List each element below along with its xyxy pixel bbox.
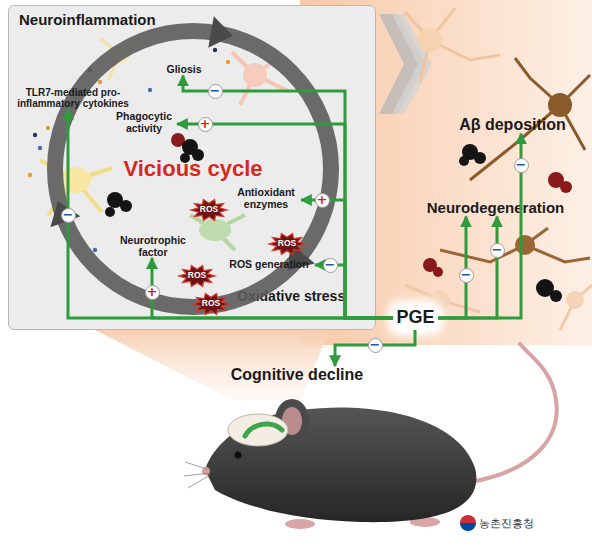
panel-region: NeuroinflammationOxidative stressVicious… [8, 5, 376, 330]
effect-label: TLR7-mediated pro-inflammatory cytokines [9, 87, 137, 109]
effect-label: Phagocytic activity [111, 111, 177, 134]
plaque [105, 207, 115, 217]
neuron-branch [560, 285, 592, 330]
neuron-body [548, 93, 572, 117]
cytokine-dot [226, 60, 230, 64]
logo-mark [460, 515, 476, 523]
effect-arrow [177, 124, 393, 318]
ros-burst-shape [269, 234, 305, 255]
effect-label: ROS generation [223, 259, 315, 271]
ros-burst-shape [191, 200, 227, 221]
ros-label: ROS [200, 205, 218, 214]
mouse-eye [235, 452, 242, 459]
cytokine-dot [38, 146, 42, 150]
mouse-foot [285, 519, 315, 529]
hippocampus [245, 424, 282, 436]
effect-arrow [183, 76, 393, 318]
mouse-body [205, 407, 476, 522]
agency-logo-text: 농촌진흥청 [479, 516, 534, 531]
plaque [474, 152, 486, 164]
effect-arrow [335, 330, 415, 366]
effect-arrow [438, 134, 521, 318]
cycle-arrow [208, 16, 235, 51]
node-label: Gliosis [161, 64, 207, 76]
effect-sign: − [61, 208, 76, 223]
cycle-ring-band [55, 31, 331, 307]
effect-sign: − [208, 84, 223, 99]
effect-sign: − [514, 158, 529, 173]
neuron-branch [405, 8, 500, 82]
logo-mark [460, 523, 476, 531]
cytokine-dot [93, 248, 97, 252]
cytokine-dot [33, 133, 37, 137]
ros-burst-shape [179, 266, 215, 287]
neuron-body [515, 235, 535, 255]
node-label: TLR7-mediated pro-inflammatory cytokines [9, 87, 137, 109]
node-label: Neurodegeneration [418, 200, 573, 217]
cytokine-dot [213, 48, 217, 52]
effect-sign: + [198, 117, 213, 132]
effect-sign: + [145, 285, 160, 300]
node-label: Cognitive decline [222, 366, 372, 384]
node-label: ROS generation [223, 259, 315, 271]
outcome-label: Neurodegeneration [418, 200, 573, 217]
ros-label: ROS [278, 239, 296, 248]
effect-label: Antioxidant enzymes [231, 187, 301, 210]
plaque [459, 156, 469, 166]
plaque [433, 267, 443, 277]
node-label: Phagocytic activity [111, 111, 177, 134]
neuron-branch [190, 215, 245, 250]
neuron [199, 219, 231, 241]
effect-sign: + [315, 193, 330, 208]
region-title: Neuroinflammation [19, 12, 156, 29]
ros-burst: ROS [269, 233, 305, 255]
plaque [560, 181, 572, 193]
effect-sign: − [490, 243, 505, 258]
cytokine-dot [98, 80, 102, 84]
effect-arrow [438, 217, 497, 319]
outcome-label: Cognitive decline [222, 366, 372, 384]
neuron-branch [440, 228, 590, 262]
mouse-brain [228, 414, 288, 446]
neuron-body [418, 28, 442, 52]
effect-sign: − [459, 268, 474, 283]
node-label: Aβ deposition [450, 116, 575, 134]
cycle-title: Vicious cycle [123, 157, 262, 181]
neuron-body [566, 291, 584, 309]
plaque [550, 290, 562, 302]
cytokine-dot [148, 88, 152, 92]
ros-label: ROS [188, 271, 206, 280]
node-label: Antioxidant enzymes [231, 187, 301, 210]
outcome-label: Aβ deposition [450, 116, 575, 134]
ros-burst-shape [193, 294, 229, 315]
cycle-arrow-head [43, 196, 81, 228]
cytokine-dot [28, 173, 32, 177]
effect-sign: − [368, 338, 383, 353]
treatment-label: PGE [393, 306, 438, 330]
ros-label: ROS [202, 299, 220, 308]
ros-burst: ROS [193, 293, 229, 315]
zoom-cone [95, 330, 330, 400]
mouse-whisker [184, 462, 210, 488]
cytokine-dot [46, 126, 50, 130]
effect-label: Neurotrophic factor [113, 235, 193, 258]
cycle-arrow [43, 196, 81, 228]
node-label: Neurotrophic factor [113, 235, 193, 258]
ros-burst: ROS [179, 265, 215, 287]
effect-label: Gliosis [161, 64, 207, 76]
cycle-arrow-head [208, 16, 235, 51]
plaque [120, 200, 132, 212]
ros-burst: ROS [191, 199, 227, 221]
microglia [243, 63, 267, 87]
effect-arrow [438, 217, 466, 319]
mouse-tail [470, 344, 557, 482]
panel-fill [8, 5, 376, 330]
effect-sign: − [323, 258, 338, 273]
node-label: PGE [396, 308, 434, 328]
